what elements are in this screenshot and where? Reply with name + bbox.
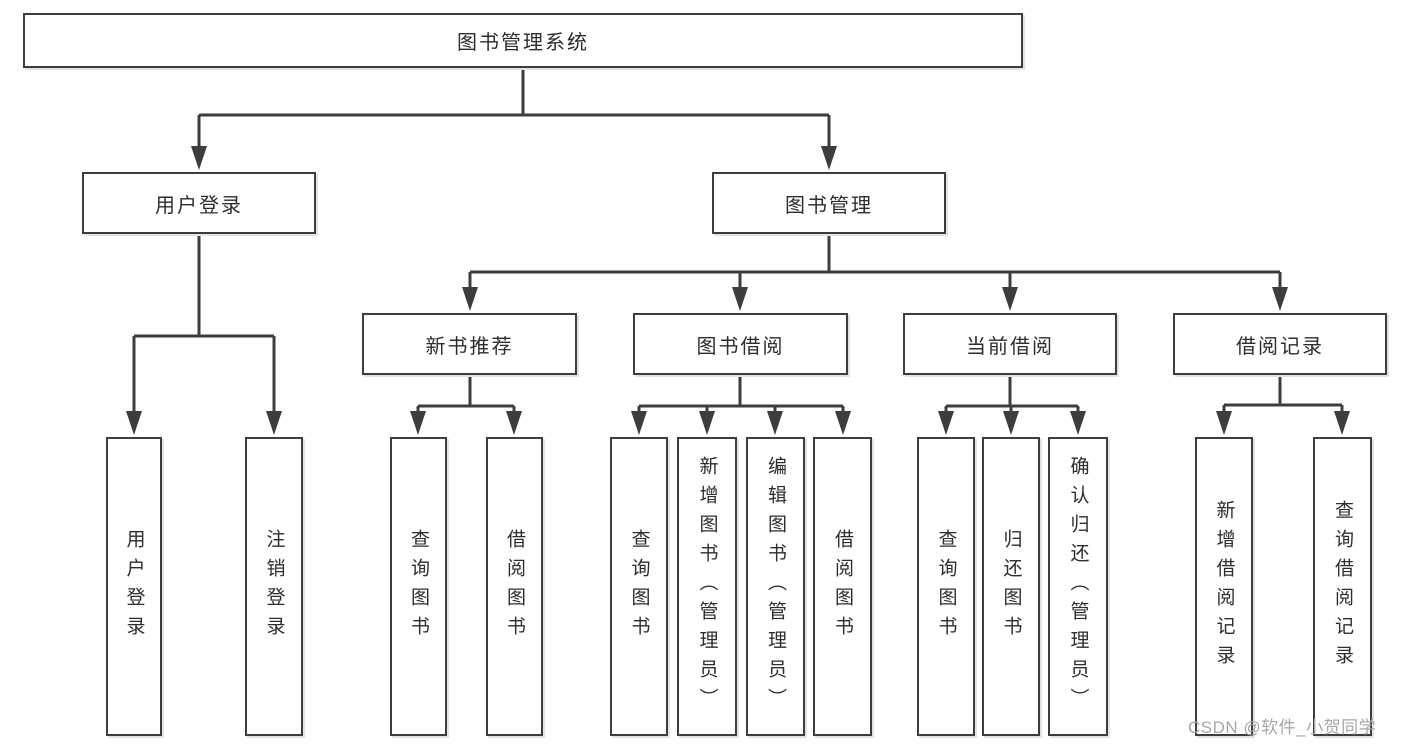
node-book-borrow-label: 图书借阅: [696, 335, 785, 358]
node-current-borrow: 当前借阅: [903, 313, 1117, 375]
leaf-current-query-books: 查询图书: [917, 437, 975, 736]
csdn-watermark: CSDN @软件_小贺同学: [1188, 718, 1377, 737]
leaf-newbook-query-books-label: 查询图书: [408, 528, 429, 645]
connector-records-to-leaves: [1216, 375, 1350, 435]
leaf-user-login-label: 用户登录: [123, 528, 145, 645]
connector-login-to-leaves: [126, 234, 282, 435]
leaf-borrow-add-books-admin: 新增图书（管理员）: [677, 437, 737, 736]
node-new-book-recommend: 新书推荐: [362, 313, 577, 375]
node-root: 图书管理系统: [23, 13, 1023, 68]
node-borrow-records-label: 借阅记录: [1236, 335, 1324, 358]
leaf-borrow-borrow-books-label: 借阅图书: [832, 528, 853, 645]
leaf-newbook-query-books: 查询图书: [390, 437, 447, 736]
leaf-current-confirm-return-admin: 确认归还（管理员）: [1048, 437, 1108, 736]
leaf-borrow-query-books-label: 查询图书: [628, 528, 650, 645]
leaf-records-add-record-label: 新增借阅记录: [1213, 499, 1235, 674]
leaf-records-add-record: 新增借阅记录: [1195, 437, 1253, 736]
leaf-user-login: 用户登录: [106, 437, 162, 736]
leaf-current-query-books-label: 查询图书: [935, 528, 957, 645]
leaf-logout-label: 注销登录: [263, 528, 285, 645]
leaf-borrow-edit-books-admin-label: 编辑图书（管理员）: [765, 456, 786, 717]
leaf-borrow-edit-books-admin: 编辑图书（管理员）: [746, 437, 805, 736]
node-borrow-records: 借阅记录: [1173, 313, 1387, 375]
leaf-newbook-borrow-books-label: 借阅图书: [504, 528, 525, 645]
connector-newbook-to-leaves: [410, 375, 522, 435]
connector-borrow-to-leaves: [631, 375, 851, 435]
node-current-borrow-label: 当前借阅: [966, 335, 1054, 358]
leaf-records-query-record: 查询借阅记录: [1313, 437, 1372, 736]
leaf-borrow-borrow-books: 借阅图书: [813, 437, 872, 736]
leaf-borrow-add-books-admin-label: 新增图书（管理员）: [696, 456, 718, 717]
node-book-borrow: 图书借阅: [633, 313, 848, 375]
leaf-logout: 注销登录: [245, 437, 303, 736]
leaf-current-confirm-return-admin-label: 确认归还（管理员）: [1067, 456, 1089, 717]
node-user-login: 用户登录: [82, 172, 316, 234]
leaf-records-query-record-label: 查询借阅记录: [1332, 499, 1353, 674]
node-book-management: 图书管理: [712, 172, 946, 234]
leaf-borrow-query-books: 查询图书: [610, 437, 668, 736]
leaf-current-return-books-label: 归还图书: [1000, 528, 1022, 645]
leaf-newbook-borrow-books: 借阅图书: [486, 437, 543, 736]
node-user-login-label: 用户登录: [155, 194, 243, 217]
leaf-current-return-books: 归还图书: [982, 437, 1040, 736]
connector-management-to-level3: [462, 234, 1288, 311]
connector-current-to-leaves: [938, 375, 1086, 435]
node-new-book-recommend-label: 新书推荐: [425, 335, 514, 358]
connector-root-to-level2: [191, 68, 837, 170]
node-root-label: 图书管理系统: [457, 32, 589, 54]
node-book-management-label: 图书管理: [785, 194, 873, 217]
